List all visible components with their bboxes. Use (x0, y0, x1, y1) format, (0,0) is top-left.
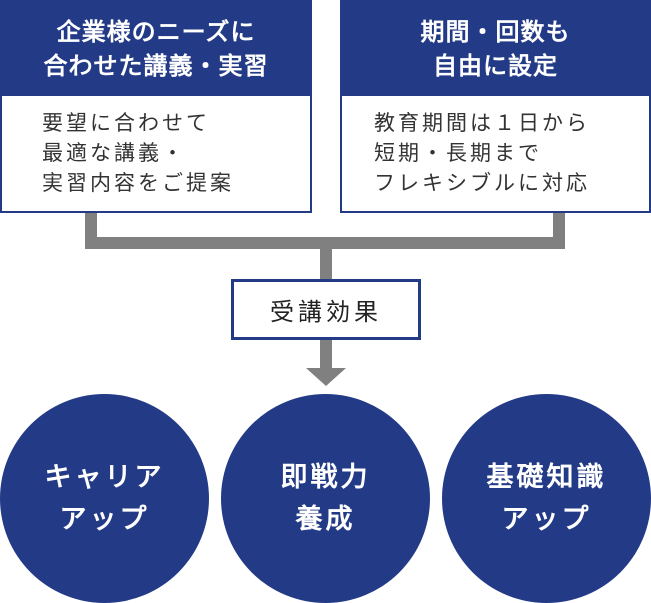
body-line: フレキシブルに対応 (374, 171, 590, 195)
outcome-line: アップ (59, 503, 150, 535)
feature-body-custom-training: 要望に合わせて 最適な講義・ 実習内容をご提案 (2, 96, 310, 198)
outcome-line: 養成 (295, 503, 356, 535)
feature-header-flexible-schedule: 期間・回数も 自由に設定 (342, 2, 649, 96)
outcome-circle-career-up: キャリア アップ (0, 394, 209, 603)
outcome-line: 即戦力 (280, 461, 371, 493)
header-line: 合わせた講義・実習 (43, 52, 269, 80)
connector-center-bottom (320, 340, 332, 370)
arrow-down-icon (306, 368, 346, 386)
body-line: 最適な講義・ (42, 141, 186, 165)
effect-label-box: 受講効果 (231, 279, 421, 340)
outcome-circle-basic-knowledge: 基礎知識 アップ (442, 394, 651, 603)
feature-body-flexible-schedule: 教育期間は１日から 短期・長期まで フレキシブルに対応 (342, 96, 649, 198)
header-line: 自由に設定 (433, 52, 558, 80)
effect-label: 受講効果 (270, 298, 382, 326)
outcome-line: アップ (501, 503, 592, 535)
body-line: 要望に合わせて (42, 111, 210, 135)
outcome-line: キャリア (44, 461, 165, 493)
outcome-circle-immediate-force: 即戦力 養成 (221, 394, 430, 603)
header-line: 企業様のニーズに (56, 18, 256, 46)
feature-header-custom-training: 企業様のニーズに 合わせた講義・実習 (2, 2, 310, 96)
body-line: 教育期間は１日から (374, 111, 590, 135)
header-line: 期間・回数も (420, 18, 571, 46)
body-line: 短期・長期まで (374, 141, 542, 165)
feature-box-custom-training: 企業様のニーズに 合わせた講義・実習 要望に合わせて 最適な講義・ 実習内容をご… (0, 0, 312, 213)
outcome-line: 基礎知識 (486, 461, 607, 493)
connector-horizontal (85, 237, 565, 249)
connector-center-top (320, 249, 332, 279)
body-line: 実習内容をご提案 (42, 171, 234, 195)
feature-box-flexible-schedule: 期間・回数も 自由に設定 教育期間は１日から 短期・長期まで フレキシブルに対応 (340, 0, 651, 213)
